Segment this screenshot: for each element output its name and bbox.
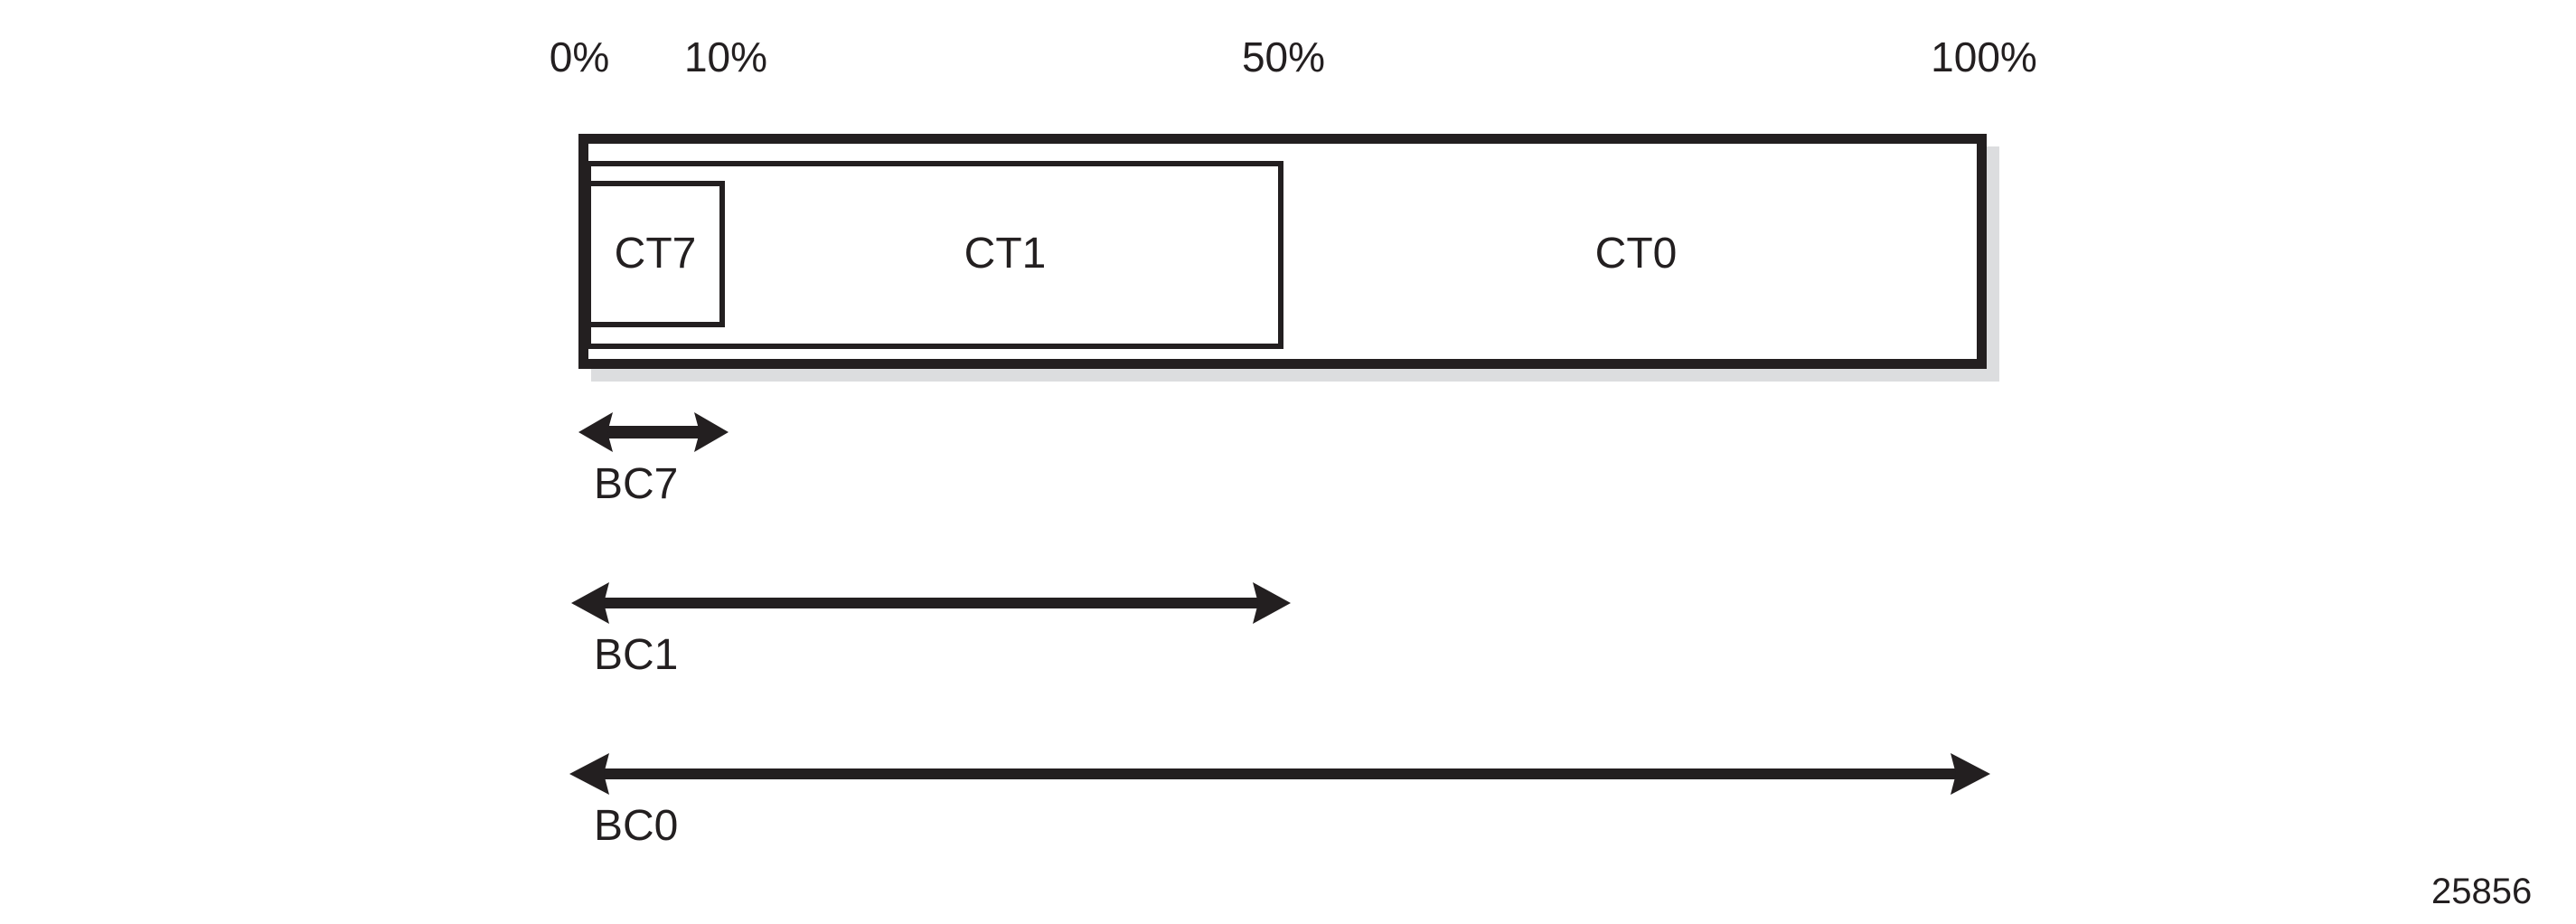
arrow-head-left — [569, 753, 609, 795]
tick-label-10: 10% — [683, 33, 768, 80]
tick-label-50: 50% — [1241, 33, 1326, 80]
dimension-label-bc0: BC0 — [594, 802, 679, 850]
arrow-head-left — [571, 582, 609, 624]
arrow-head-right — [694, 412, 729, 452]
dimension-label-bc1: BC1 — [594, 631, 679, 679]
bar-segment-label-ct7: CT7 — [614, 230, 697, 278]
bar-segment-ct7 — [586, 181, 725, 327]
arrow-head-right — [1253, 582, 1291, 624]
tick-label-100: 100% — [1931, 33, 2037, 80]
arrow-head-left — [578, 412, 613, 452]
figure-number: 25856 — [2431, 872, 2533, 911]
dimension-arrow-bc1 — [571, 576, 1291, 630]
dimension-arrow-bc0 — [569, 747, 1990, 801]
dimension-label-bc7: BC7 — [594, 460, 679, 508]
arrow-head-right — [1951, 753, 1990, 795]
bar-segment-label-ct1: CT1 — [964, 230, 1047, 278]
dimension-arrow-bc7 — [578, 405, 729, 459]
bar-segment-label-ct0: CT0 — [1594, 230, 1678, 278]
tick-label-0: 0% — [549, 33, 610, 80]
